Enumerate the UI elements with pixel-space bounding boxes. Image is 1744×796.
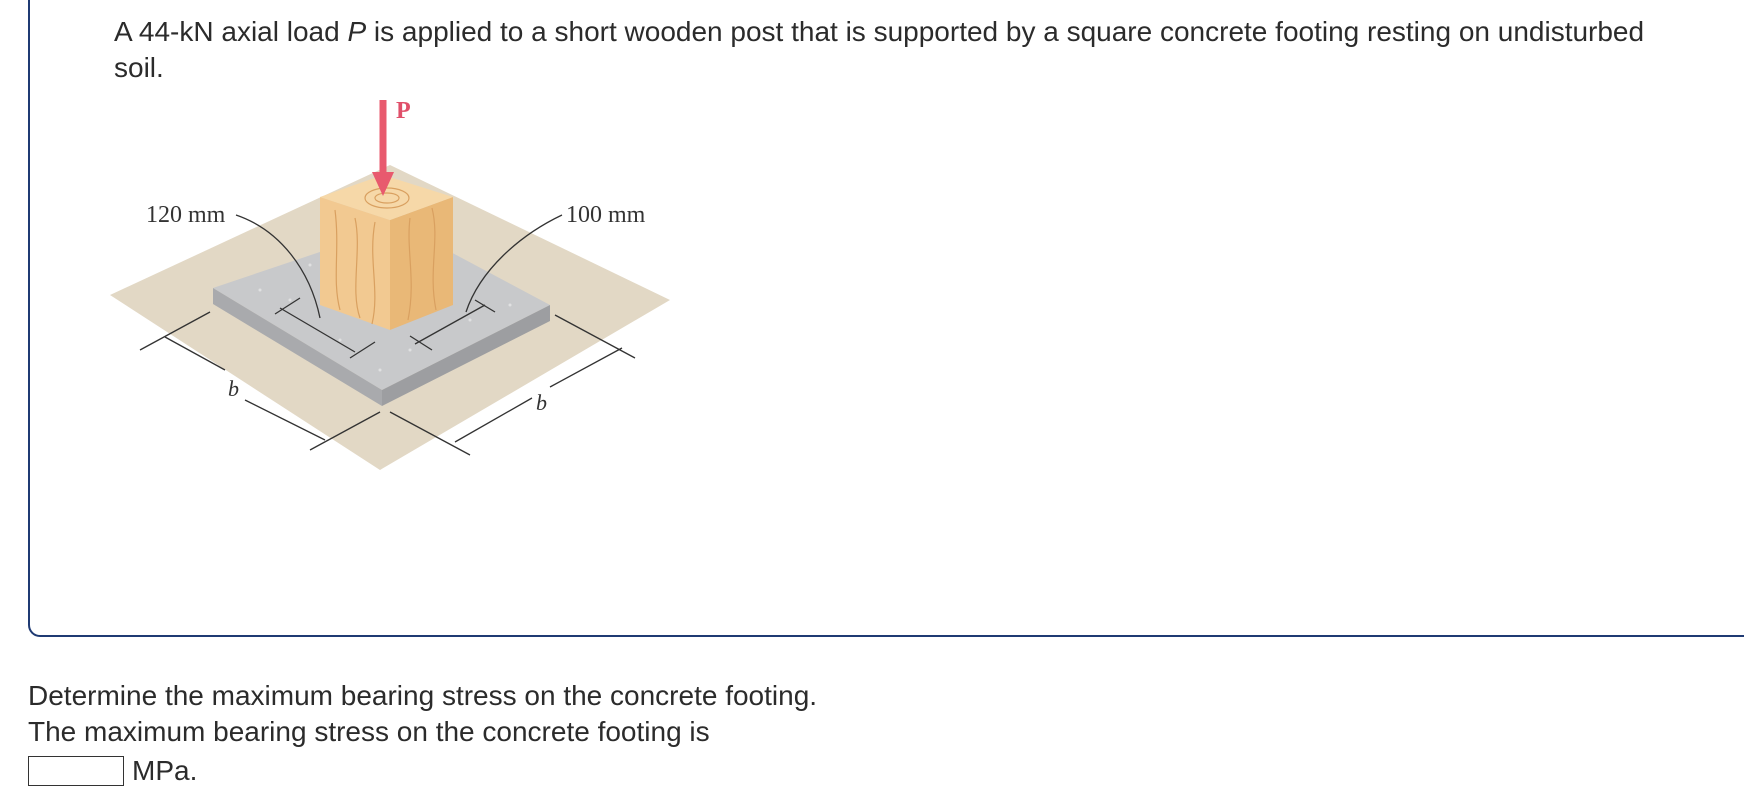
post-side-face — [390, 197, 453, 330]
load-arrow-head — [372, 172, 394, 196]
problem-card — [28, 0, 1744, 637]
load-label: P — [396, 100, 411, 124]
load-variable: P — [347, 16, 367, 47]
question-line-1: Determine the maximum bearing stress on … — [28, 680, 818, 711]
question-line-2: The maximum bearing stress on the concre… — [28, 716, 710, 747]
footing-side-right — [382, 305, 550, 406]
question-text: Determine the maximum bearing stress on … — [28, 678, 817, 750]
post-dimension-label: 120 mm — [146, 202, 226, 228]
bearing-dimension-leader — [465, 214, 563, 313]
answer-row: MPa. — [28, 754, 197, 788]
problem-text-start: A 44-kN axial load — [114, 16, 348, 47]
footing-dimension-marks — [274, 297, 496, 359]
bearing-stress-input[interactable] — [28, 756, 124, 786]
dimension-b-right-label: b — [536, 390, 547, 415]
wood-grain — [334, 187, 437, 325]
problem-text-end: is applied to a short wooden post that i… — [114, 16, 1645, 83]
problem-statement: A 44-kN axial load P is applied to a sho… — [114, 14, 1694, 86]
dimension-b-left — [139, 311, 381, 451]
unit-label: MPa. — [132, 755, 198, 786]
post-footing-figure: P 120 mm 100 mm b b — [110, 100, 750, 530]
bearing-dimension-label: 100 mm — [566, 202, 646, 228]
post-top-face — [320, 175, 453, 220]
dimension-b-right — [389, 314, 636, 456]
post-dimension-leader — [235, 214, 321, 319]
dimension-b-left-label: b — [228, 376, 239, 401]
footing-side-left — [213, 288, 382, 406]
